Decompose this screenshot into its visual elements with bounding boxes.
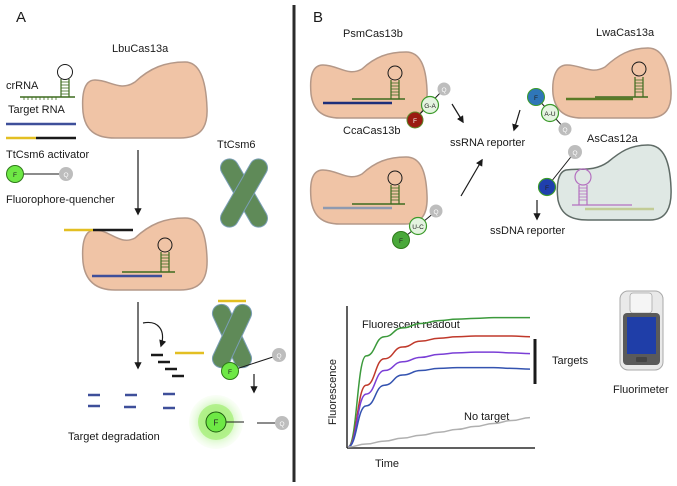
panel-b: B PsmCas13b F G-A Q CcaCas13b (309, 9, 672, 470)
psm-reporter: F G-A Q (406, 82, 451, 129)
target-fragments (88, 392, 175, 410)
ccacas13b-label: CcaCas13b (343, 125, 400, 137)
x-axis-label: Time (375, 458, 399, 470)
series-line-no-target (347, 416, 531, 448)
svg-text:F: F (214, 419, 219, 428)
arrow-lwa-to-ssrna (512, 109, 521, 132)
ccacas13b-protein (309, 156, 428, 225)
quencher-icon (59, 167, 73, 181)
svg-text:F: F (545, 185, 549, 192)
ascas12a-protein (556, 144, 672, 221)
svg-text:G-A: G-A (424, 103, 436, 110)
psmcas13b-label: PsmCas13b (343, 28, 403, 40)
svg-text:F: F (228, 369, 232, 376)
psmcas13b-protein (309, 51, 428, 119)
ascas12a-reporter: F Q (537, 145, 582, 197)
fluorophore-icon (6, 165, 24, 183)
crrna-glyph (20, 64, 75, 100)
svg-text:U-C: U-C (412, 224, 424, 231)
curved-arrow (142, 321, 167, 348)
series-line-target-1 (347, 316, 530, 448)
fluorophore-quencher-glyph: F Q (6, 165, 73, 183)
lwacas13a-protein (552, 47, 672, 119)
fluorimeter-icon (619, 290, 664, 371)
target-rna-label: Target RNA (8, 104, 66, 116)
panel-a: A LbuCas13a crRNA Target RNA TtCsm6 acti… (6, 9, 289, 449)
lbucas13a-label: LbuCas13a (112, 43, 169, 55)
ssrna-reporter-label: ssRNA reporter (450, 137, 526, 149)
cca-reporter: F U-C Q (392, 204, 443, 249)
released-fluorophore: F Q (189, 395, 289, 449)
panel-a-label: A (16, 9, 26, 26)
arrow-psm-to-ssrna (451, 103, 464, 124)
svg-text:Q: Q (572, 150, 577, 157)
no-target-annotation: No target (464, 411, 509, 423)
chart-title: Fluorescent readout (362, 319, 460, 331)
series-line-target-3 (347, 351, 531, 448)
svg-text:Q: Q (433, 209, 438, 216)
ascas12a-label: AsCas12a (587, 133, 639, 145)
lbucas13a-complex (64, 217, 208, 291)
svg-text:Q: Q (276, 353, 281, 360)
targets-label: Targets (552, 355, 589, 367)
panel-b-label: B (313, 9, 323, 26)
svg-text:F: F (13, 172, 17, 179)
ttcsm6-label: TtCsm6 (217, 139, 256, 151)
series-line-target-4 (347, 366, 531, 448)
svg-text:F: F (413, 118, 417, 125)
activator-fragments (151, 351, 204, 378)
svg-text:F: F (399, 238, 403, 245)
ttcsm6-activated: F Q (211, 299, 286, 380)
lbucas13a-protein (81, 61, 208, 139)
crrna-label: crRNA (6, 80, 39, 92)
fluorimeter-label: Fluorimeter (613, 384, 669, 396)
arrow-cca-to-ssrna (460, 158, 483, 197)
fluorescence-chart: Fluorescent readout Fluorescence Time No… (327, 306, 589, 470)
svg-text:Q: Q (279, 421, 284, 428)
y-axis-label: Fluorescence (327, 359, 339, 425)
svg-text:Q: Q (562, 127, 567, 134)
series-line-target-2 (347, 335, 531, 448)
svg-text:Q: Q (63, 172, 68, 179)
fluorophore-quencher-label: Fluorophore-quencher (6, 194, 115, 206)
svg-text:A-U: A-U (544, 111, 556, 118)
lwa-reporter: F A-U Q (527, 88, 572, 136)
activator-label: TtCsm6 activator (6, 149, 89, 161)
target-degradation-label: Target degradation (68, 431, 160, 443)
ttcsm6-protein (220, 158, 268, 228)
lwacas13a-label: LwaCas13a (596, 27, 655, 39)
svg-text:F: F (534, 95, 538, 102)
svg-text:Q: Q (441, 87, 446, 94)
ssdna-reporter-label: ssDNA reporter (490, 225, 566, 237)
